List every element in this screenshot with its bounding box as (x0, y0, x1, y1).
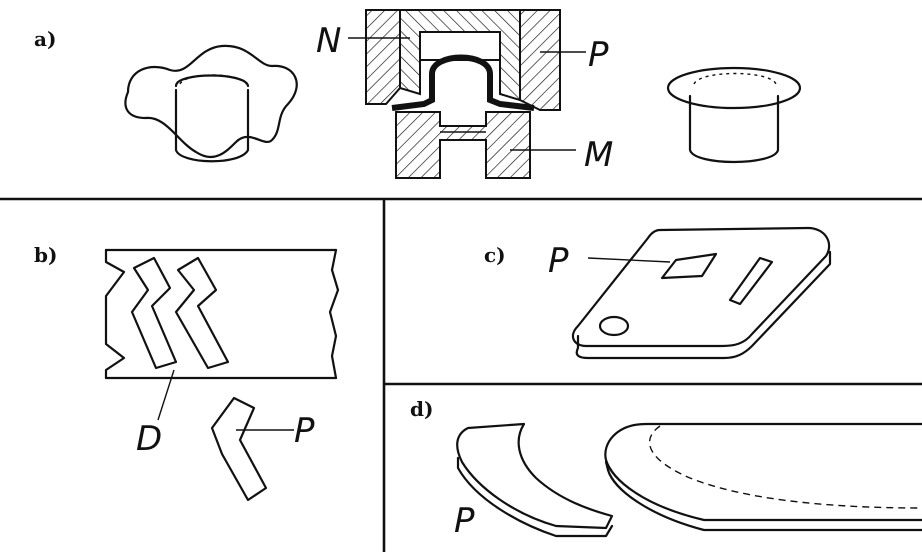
panel-dividers (0, 197, 922, 552)
strip-with-chevrons (104, 248, 340, 502)
die-press-section (348, 9, 586, 179)
letter-P-b: P (294, 411, 315, 451)
letter-D: D (136, 419, 162, 459)
flanged-cup (666, 66, 802, 164)
letter-P-a: P (588, 35, 609, 75)
panel-a: a) N P M (34, 9, 802, 179)
flanged-part-blank (124, 44, 298, 163)
perforated-plate (571, 226, 832, 360)
letter-M: M (584, 135, 613, 175)
panel-b: b) D P (34, 243, 340, 502)
panel-a-label: a) (34, 27, 56, 51)
blade-blank (604, 422, 922, 532)
panel-c-label: c) (484, 243, 506, 267)
letter-N: N (316, 21, 341, 61)
panel-d: d) P (410, 397, 922, 541)
panel-c: c) P (484, 226, 832, 360)
panel-d-label: d) (410, 397, 433, 421)
letter-P-d: P (454, 501, 475, 541)
panel-b-label: b) (34, 243, 57, 267)
letter-P-c: P (548, 241, 569, 281)
curved-blade-part (456, 422, 614, 538)
